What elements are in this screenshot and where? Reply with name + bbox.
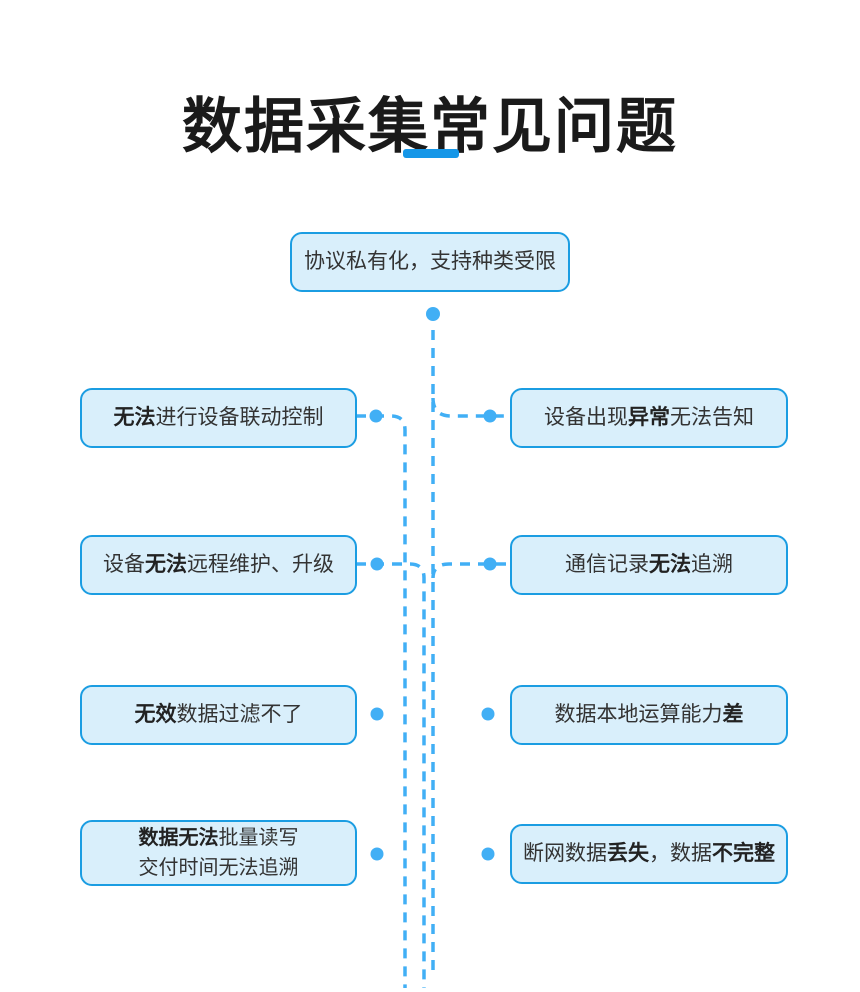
problem-node-left-2: 设备无法远程维护、升级	[80, 535, 357, 595]
node-text-line: 交付时间无法追溯	[139, 853, 299, 883]
plain-text: 协议私有化，支持种类受限	[304, 250, 556, 274]
problem-node-root: 协议私有化，支持种类受限	[290, 232, 570, 292]
plain-text: 通信记录	[565, 553, 649, 577]
emphasis-text: 无法	[649, 553, 691, 577]
emphasis-text: 差	[722, 703, 744, 727]
connector-dot	[481, 847, 495, 861]
plain-text: 设备	[103, 553, 145, 577]
node-text-line: 数据本地运算能力差	[555, 700, 744, 729]
title-underline-bar	[403, 149, 459, 158]
connector-dot	[483, 409, 497, 423]
node-text-line: 设备无法远程维护、升级	[103, 550, 334, 579]
connector-dot	[483, 557, 497, 571]
connector-dot	[481, 707, 495, 721]
problem-node-right-3: 数据本地运算能力差	[510, 685, 788, 745]
branch-right2-to-trunk	[431, 562, 506, 579]
plain-text: 交付时间无法追溯	[138, 857, 299, 879]
plain-text: ，数据	[649, 842, 712, 866]
plain-text: 进行设备联动控制	[155, 406, 324, 430]
problem-node-left-3: 无效数据过滤不了	[80, 685, 357, 745]
node-text-line: 断网数据丢失，数据不完整	[523, 839, 775, 868]
problem-node-right-2: 通信记录无法追溯	[510, 535, 788, 595]
connector-dot	[370, 847, 384, 861]
connector-dot	[426, 307, 440, 321]
connector-dot	[369, 409, 383, 423]
node-text-line: 数据无法批量读写	[139, 823, 299, 853]
plain-text: 无法告知	[670, 406, 754, 430]
emphasis-text: 无效	[134, 703, 177, 727]
problem-node-left-1: 无法进行设备联动控制	[80, 388, 357, 448]
plain-text: 批量读写	[218, 827, 299, 849]
emphasis-text: 不完整	[712, 842, 775, 866]
node-text-line: 设备出现异常无法告知	[544, 403, 754, 432]
emphasis-text: 异常	[628, 406, 670, 430]
problem-node-right-4: 断网数据丢失，数据不完整	[510, 824, 788, 884]
branch-left2-down	[356, 562, 426, 988]
plain-text: 数据过滤不了	[176, 703, 303, 727]
plain-text: 数据本地运算能力	[554, 703, 723, 727]
node-text-line: 通信记录无法追溯	[565, 550, 733, 579]
plain-text: 设备出现	[544, 406, 628, 430]
connector-dot	[370, 707, 384, 721]
emphasis-text: 无法	[145, 553, 187, 577]
branch-left1-down	[356, 414, 407, 988]
emphasis-text: 丢失	[607, 842, 649, 866]
plain-text: 断网数据	[523, 842, 607, 866]
plain-text: 远程维护、升级	[187, 553, 334, 577]
node-text-line: 无法进行设备联动控制	[114, 403, 324, 432]
plain-text: 追溯	[691, 553, 733, 577]
problem-node-right-1: 设备出现异常无法告知	[510, 388, 788, 448]
node-text-line: 协议私有化，支持种类受限	[304, 247, 556, 276]
connector-dot	[370, 557, 384, 571]
problem-node-left-4: 数据无法批量读写交付时间无法追溯	[80, 820, 357, 886]
branch-top-to-right1	[431, 397, 506, 418]
node-text-line: 无效数据过滤不了	[135, 700, 303, 729]
emphasis-text: 数据无法	[138, 827, 219, 849]
emphasis-text: 无法	[113, 406, 156, 430]
